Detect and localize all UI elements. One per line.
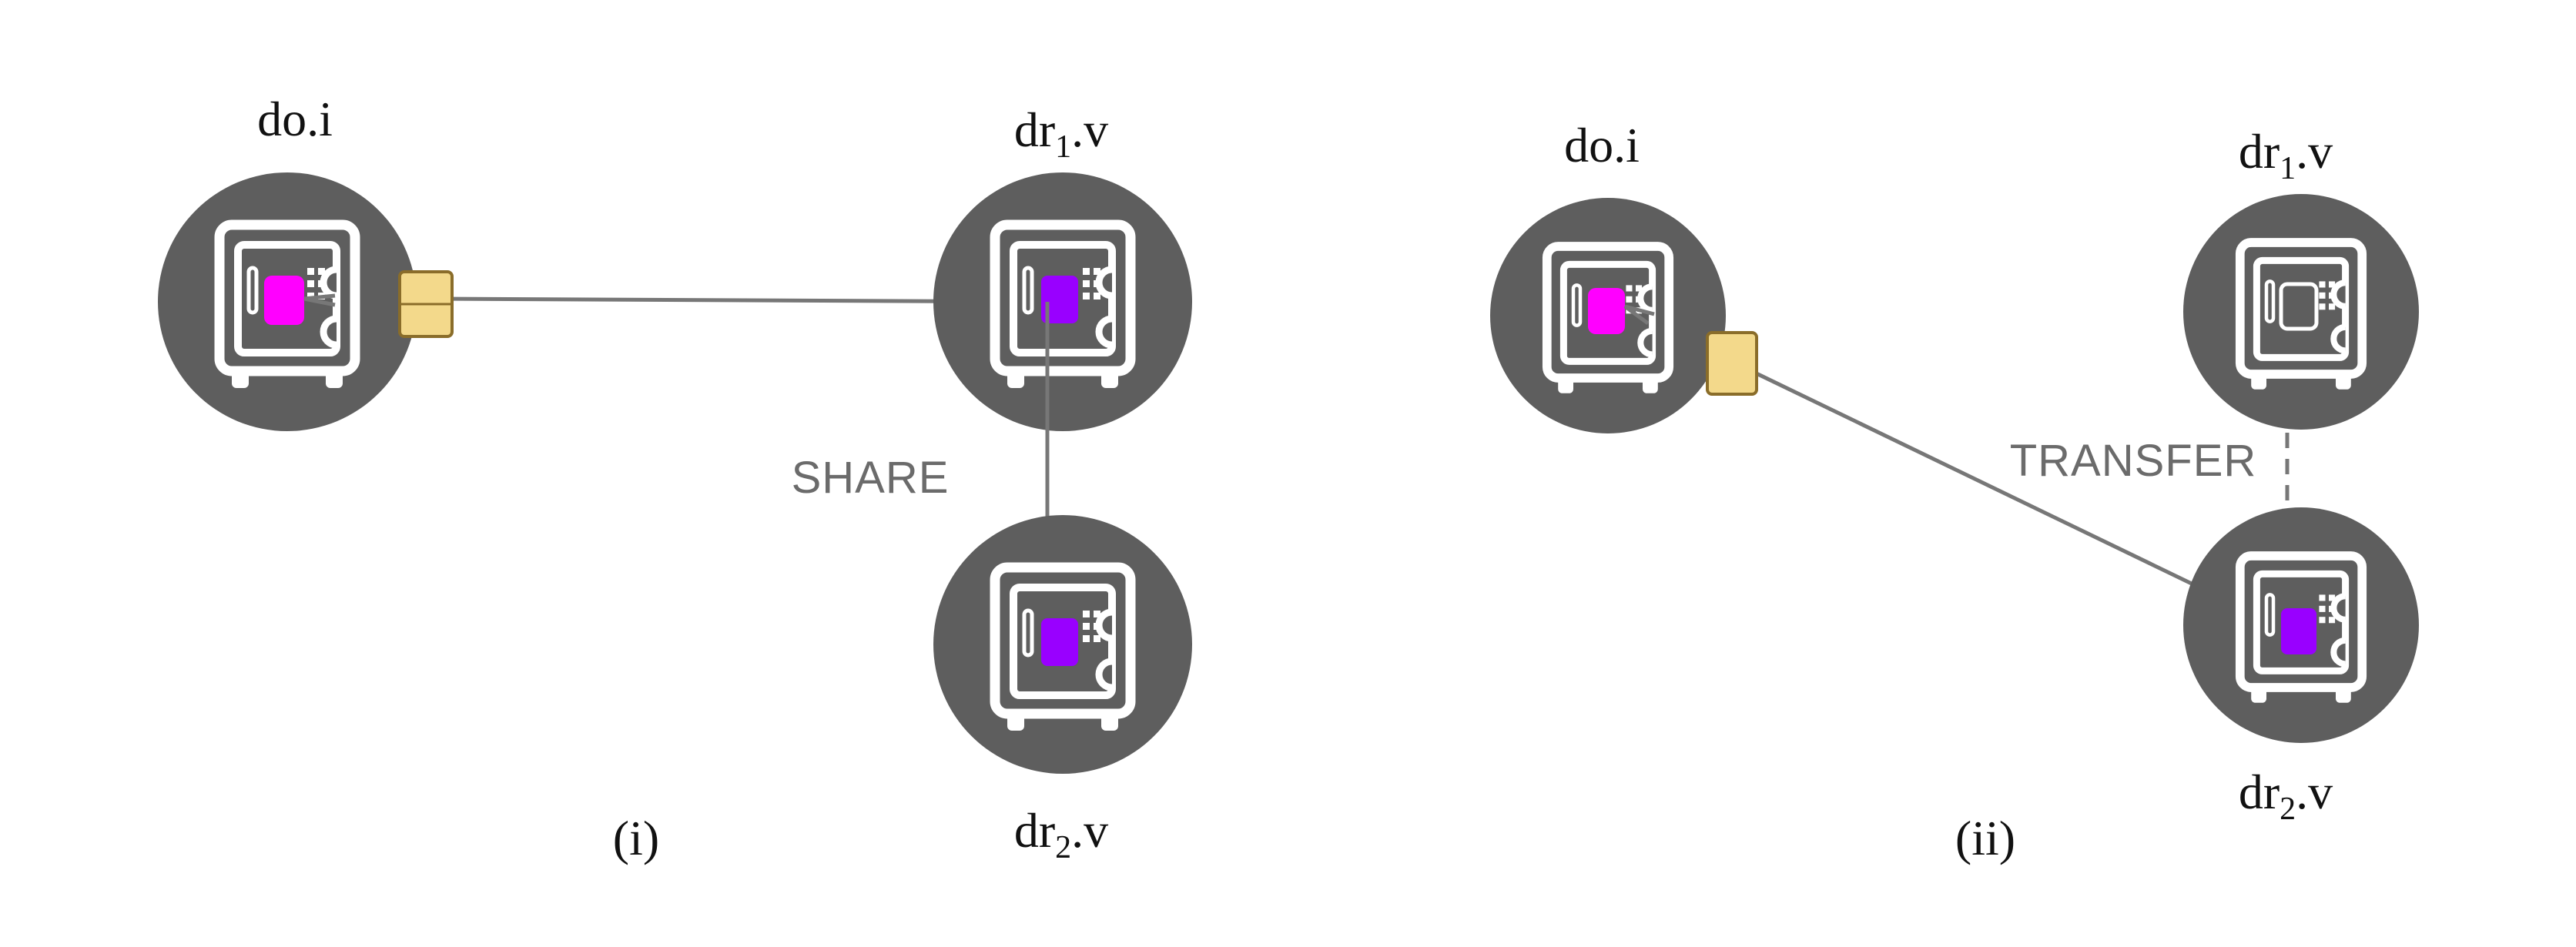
token-arrow-icon [1623,304,1655,326]
node-data-receiver-1 [933,172,1192,431]
node-circle [2183,194,2419,430]
node-data-owner [158,172,417,431]
panel-transfer: TRANSFER do.i dr1.v dr2.v (ii) [1490,118,2419,865]
node-data-owner [1490,198,1726,433]
node-label-receiver-2: dr2.v [1014,803,1108,865]
key-icon [1706,331,1758,396]
operation-label: TRANSFER [2010,436,2257,486]
node-data-receiver-2 [933,515,1192,774]
data-token [2281,608,2316,654]
node-label-owner: do.i [257,92,333,146]
key-icon [398,270,454,338]
data-token [1041,276,1078,323]
token-arrow-icon [303,293,336,307]
node-label-owner: do.i [1564,118,1640,172]
panel-share: SHARE do.i dr1.v dr2.v (i) [158,92,1192,865]
panel-label: (ii) [1955,811,2015,865]
panel-label: (i) [613,811,659,865]
node-label-receiver-1: dr1.v [2239,124,2333,186]
node-data-receiver-2 [2183,507,2419,743]
operation-label: SHARE [792,453,950,503]
data-token [1588,288,1625,334]
data-token-empty [2279,282,2319,331]
node-label-receiver-1: dr1.v [1014,102,1108,165]
node-label-receiver-2: dr2.v [2239,765,2333,827]
data-token [264,276,304,325]
data-token [1041,618,1078,666]
node-data-receiver-1 [2183,194,2419,430]
